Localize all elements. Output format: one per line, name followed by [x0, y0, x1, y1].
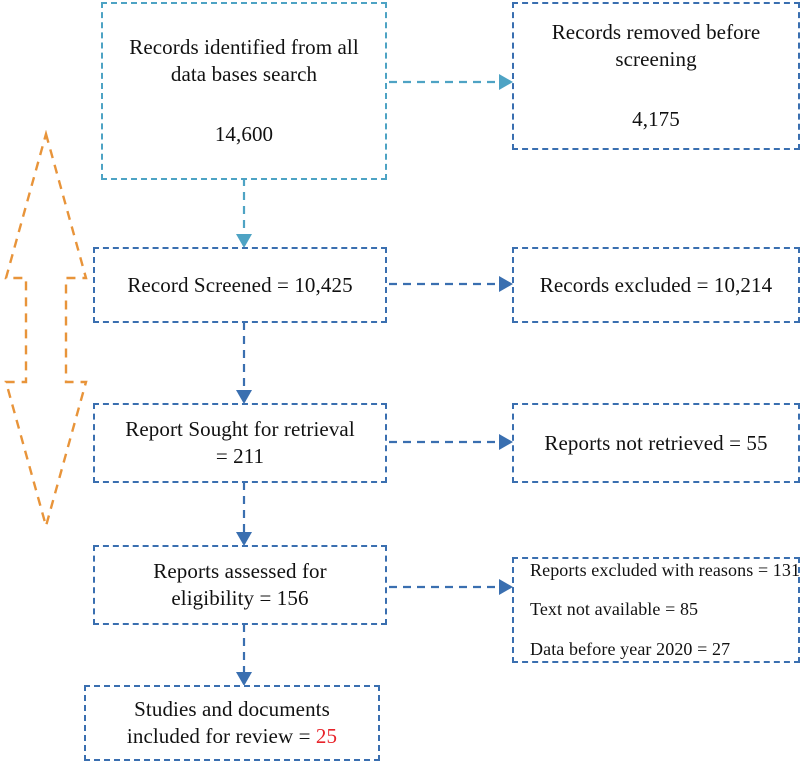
connector-screened-to-sought [228, 322, 260, 410]
node-records-screened[interactable]: Record Screened = 10,425 [93, 247, 387, 323]
node-reports-assessed[interactable]: Reports assessed for eligibility = 156 [93, 545, 387, 625]
node-records-removed-line2: screening [615, 46, 697, 71]
node-studies-included-line1: Studies and documents [134, 697, 330, 722]
node-reports-assessed-line1: Reports assessed for [153, 559, 327, 584]
node-excluded-reasons-line3: Data before year 2020 = 27 [530, 638, 731, 659]
node-records-identified-count: 14,600 [214, 122, 274, 147]
node-reports-not-retrieved[interactable]: Reports not retrieved = 55 [512, 403, 800, 483]
connector-sought-to-not-retrieved [387, 420, 517, 470]
node-records-removed-line1: Records removed before [551, 19, 761, 44]
node-reports-not-retrieved-label: Reports not retrieved = 55 [544, 430, 768, 455]
node-records-identified-line2: data bases search [170, 61, 318, 86]
screening-phase-double-arrow-icon [2, 129, 94, 531]
node-studies-included-line2: included for review = 25 [127, 723, 337, 750]
node-records-identified[interactable]: Records identified from all data bases s… [101, 2, 387, 180]
node-reports-sought-line2: = 211 [215, 444, 265, 468]
connector-assessed-to-excluded-reasons [387, 565, 517, 615]
connector-assessed-to-included [228, 624, 260, 692]
node-excluded-reasons-line2: Text not available = 85 [530, 599, 699, 620]
node-records-excluded-label: Records excluded = 10,214 [539, 272, 773, 297]
node-reports-sought-line1: Report Sought for retrieval [125, 417, 355, 442]
connector-sought-to-assessed [228, 482, 260, 552]
node-studies-included[interactable]: Studies and documents included for revie… [84, 685, 380, 761]
node-records-removed-before-screening[interactable]: Records removed before screening 4,175 [512, 2, 800, 150]
node-records-removed-count: 4,175 [632, 107, 680, 132]
connector-identified-to-screened [228, 178, 260, 252]
node-reports-excluded-with-reasons[interactable]: Reports excluded with reasons = 131 Text… [512, 557, 800, 663]
node-excluded-reasons-line1: Reports excluded with reasons = 131 [530, 559, 801, 580]
node-reports-assessed-line2: eligibility = 156 [171, 586, 309, 610]
node-records-excluded[interactable]: Records excluded = 10,214 [512, 247, 800, 323]
node-studies-included-count: 25 [315, 724, 338, 748]
connector-identified-to-removed [387, 60, 517, 110]
node-records-screened-label: Record Screened = 10,425 [127, 272, 353, 297]
node-studies-included-prefix: included for review = [126, 724, 316, 748]
connector-screened-to-excluded [387, 262, 517, 312]
node-reports-sought[interactable]: Report Sought for retrieval = 211 [93, 403, 387, 483]
node-records-identified-line1: Records identified from all [129, 34, 359, 59]
